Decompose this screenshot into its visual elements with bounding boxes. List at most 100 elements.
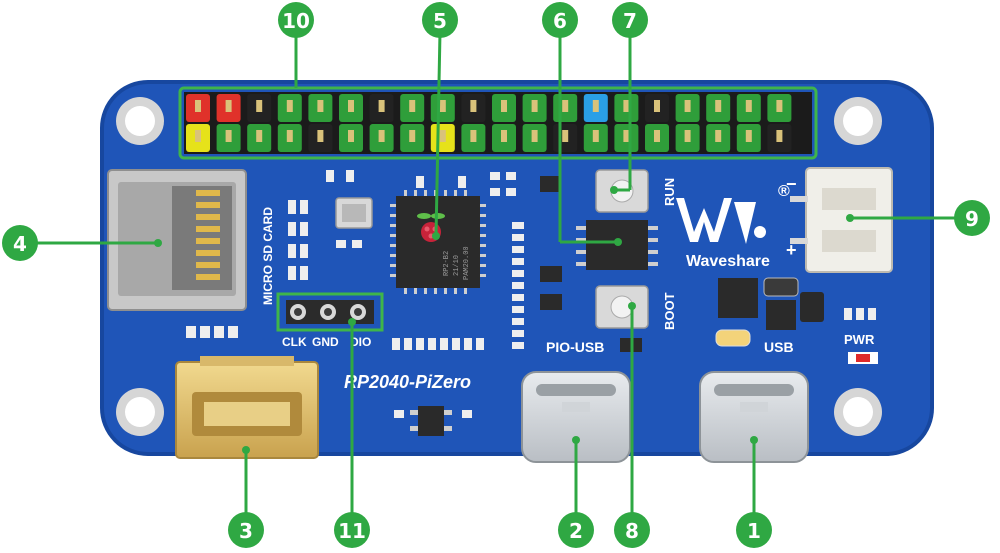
callout-8: 8 <box>614 512 650 548</box>
boot-button[interactable] <box>595 285 649 329</box>
boot-label: BOOT <box>662 292 677 330</box>
gpio-pin-tip <box>531 100 538 112</box>
usb-chip <box>718 277 799 330</box>
mini-hdmi-port <box>175 356 319 459</box>
gpio-pin-tip <box>317 100 324 112</box>
smd-column-middle <box>392 222 524 350</box>
pio-usb-label: PIO-USB <box>546 339 604 355</box>
gpio-header-outline <box>178 86 818 160</box>
gpio-pin-tip <box>562 130 569 142</box>
callout-6: 6 <box>542 2 578 38</box>
gpio-pin-tip <box>592 130 599 142</box>
gpio-pin-tip <box>348 130 354 142</box>
debug-label-dio: DIO <box>350 335 371 349</box>
registered-mark: ® <box>778 183 790 200</box>
svg-text:11: 11 <box>338 519 366 543</box>
mounting-hole-bottom-left <box>116 388 164 436</box>
gpio-pin-tip <box>470 130 477 142</box>
callout-2: 2 <box>558 512 594 548</box>
callout-10: 10 <box>278 2 314 38</box>
callout-lines <box>36 31 956 520</box>
gpio-pin-tip <box>745 130 752 142</box>
gpio-pin-tip <box>256 130 263 142</box>
brand-name: Waveshare <box>686 253 770 270</box>
transistors <box>540 176 824 352</box>
gpio-pin-tip <box>745 100 752 112</box>
gpio-pin-tip <box>256 100 263 112</box>
pwr-resistors <box>844 308 876 320</box>
svg-text:9: 9 <box>965 207 979 231</box>
smd-array-left <box>186 200 308 338</box>
svg-text:1: 1 <box>747 519 761 543</box>
debug-header-outline <box>276 292 384 332</box>
callout-3: 3 <box>228 512 264 548</box>
gpio-pin-tip <box>715 100 722 112</box>
run-label: RUN <box>662 178 677 206</box>
gpio-pin-tip <box>348 100 354 112</box>
chip-marking-2: 21/10 <box>453 255 461 276</box>
svg-text:4: 4 <box>13 232 27 256</box>
pio-usb-type-c-port <box>521 371 631 463</box>
callout-11: 11 <box>334 512 370 548</box>
usb-label: USB <box>764 339 794 355</box>
callout-5: 5 <box>422 2 458 38</box>
callout-4: 4 <box>2 225 38 261</box>
gpio-pin-tip <box>409 130 416 142</box>
pwr-led <box>848 352 878 364</box>
debug-header <box>286 300 374 324</box>
battery-plus: + <box>786 240 797 260</box>
callout-1: 1 <box>736 512 772 548</box>
gpio-pin-tip <box>409 100 416 112</box>
gpio-pin-tip <box>562 100 569 112</box>
debug-label-clk: CLK <box>282 335 307 349</box>
gpio-pin-tip <box>654 100 660 112</box>
gpio-pin-tip <box>470 100 477 112</box>
gpio-pin-tip <box>286 100 293 112</box>
svg-text:6: 6 <box>553 9 567 33</box>
callout-7: 7 <box>612 2 648 38</box>
svg-text:3: 3 <box>239 519 253 543</box>
svg-text:7: 7 <box>623 9 637 33</box>
chip-marking-1: RP2-B2 <box>443 251 451 276</box>
gpio-pin-tip <box>195 130 201 142</box>
smd-parts-top <box>326 170 516 248</box>
gpio-pin-tip <box>225 100 232 112</box>
gpio-pin-tip <box>501 130 507 142</box>
sd-card-label: MICRO SD CARD <box>261 207 275 305</box>
gpio-pin-tip <box>684 100 691 112</box>
gpio-pin-tip <box>776 100 783 112</box>
crystal-oscillator <box>335 197 373 229</box>
gpio-header <box>184 92 812 154</box>
regulator-chip <box>394 406 472 436</box>
gpio-pin-tip <box>623 100 630 112</box>
gpio-pin-tip <box>378 130 385 142</box>
gpio-pin-tip <box>225 130 232 142</box>
usb-led <box>715 329 751 347</box>
gpio-pin-tip <box>286 130 293 142</box>
gpio-pin-tip <box>531 130 538 142</box>
mounting-hole-top-right <box>834 97 882 145</box>
svg-text:8: 8 <box>625 519 639 543</box>
usb-type-c-port <box>699 371 809 463</box>
battery-minus: − <box>786 174 797 194</box>
svg-text:2: 2 <box>569 519 583 543</box>
gpio-pin-tip <box>501 100 507 112</box>
gpio-pin-tip <box>317 130 324 142</box>
gpio-pin-tip <box>592 100 599 112</box>
chip-marking-3: PAM20.00 <box>463 246 471 280</box>
battery-connector <box>790 167 893 273</box>
gpio-pin-tip <box>715 130 722 142</box>
mounting-hole-bottom-right <box>834 388 882 436</box>
gpio-pin-tip <box>654 130 660 142</box>
gpio-pin-tip <box>623 130 630 142</box>
gpio-pin-tip <box>776 130 783 142</box>
callout-9: 9 <box>954 200 990 236</box>
gpio-pin-tip <box>439 130 446 142</box>
board-name: RP2040-PiZero <box>344 372 471 392</box>
mounting-hole-top-left <box>116 97 164 145</box>
micro-sd-slot <box>107 169 247 311</box>
pwr-label: PWR <box>844 332 875 347</box>
gpio-pin-tip <box>378 100 385 112</box>
gpio-pin-tip <box>195 100 201 112</box>
